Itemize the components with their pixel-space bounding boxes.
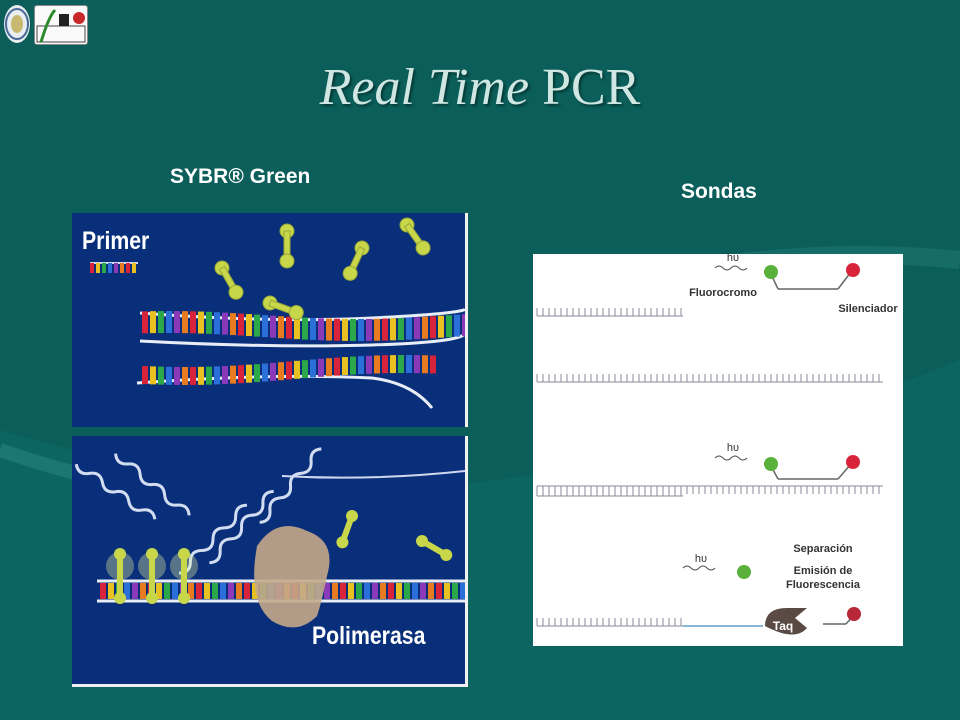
sondas-heading: Sondas	[681, 180, 757, 203]
silenciador-label: Silenciador	[838, 303, 898, 315]
separacion-label: Separación	[793, 543, 853, 555]
sybr-green-heading: SYBR® Green	[170, 165, 311, 188]
hv-label-3: hυ	[694, 553, 708, 565]
polimerasa-label: Polimerasa	[312, 622, 426, 650]
sybr-polimerasa-illustration	[74, 447, 465, 628]
institute-logo	[34, 5, 88, 45]
fluorophore-dot	[764, 265, 778, 279]
emision-label-line1: Emisión de	[793, 565, 853, 577]
sybr-polimerasa-panel: Polimerasa	[72, 436, 468, 687]
taq-label: Taq	[772, 619, 794, 633]
probe-diagram: Fluorocromo Silenciador hυ hυ hυ Separac…	[533, 252, 903, 646]
university-seal-logo	[4, 5, 30, 43]
slide-title: Real Time PCR	[319, 59, 641, 116]
hv-label-1: hυ	[726, 252, 740, 264]
sybr-primer-illustration	[90, 217, 465, 409]
probe-illustration	[536, 263, 883, 635]
primer-label: Primer	[82, 227, 150, 255]
fluorocromo-label: Fluorocromo	[689, 287, 757, 299]
sybr-primer-panel: Primer	[72, 213, 468, 427]
emision-label-line2: Fluorescencia	[786, 579, 860, 591]
hv-label-2: hυ	[726, 442, 740, 454]
